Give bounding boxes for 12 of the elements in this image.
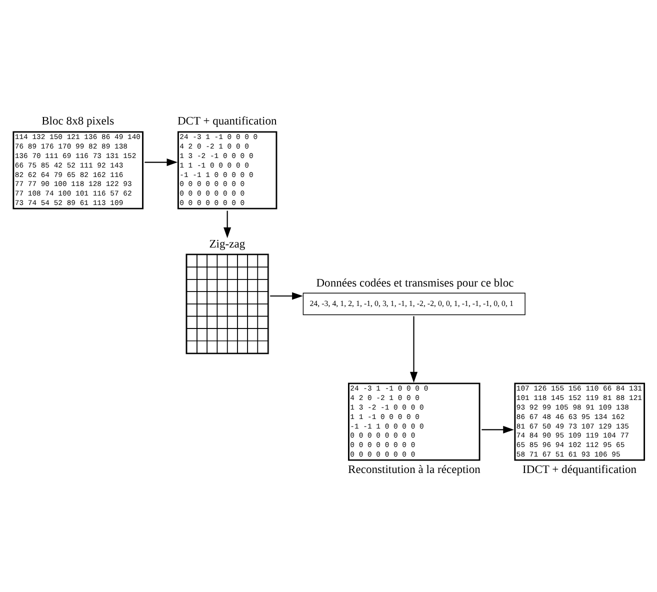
- node-label: Zig-zag: [209, 237, 246, 250]
- arrow: [410, 316, 418, 383]
- node-box: 24, -3, 4, 1, 2, 1, -1, 0, 3, 1, -1, 1, -2, -2, 0, 0, 1, -1, -1, -1, 0, 0, 1: [302, 292, 526, 316]
- arrow: [224, 210, 232, 238]
- node-label: Données codées et transmises pour ce bloc: [316, 276, 514, 290]
- node-label: DCT + quantification: [177, 114, 277, 128]
- node-label: IDCT + déquantification: [522, 462, 637, 476]
- arrow: [144, 158, 178, 166]
- node-label: Bloc 8x8 pixels: [42, 114, 114, 128]
- arrow: [482, 426, 514, 434]
- arrow: [270, 292, 303, 300]
- node-label: Reconstitution à la réception: [348, 462, 480, 476]
